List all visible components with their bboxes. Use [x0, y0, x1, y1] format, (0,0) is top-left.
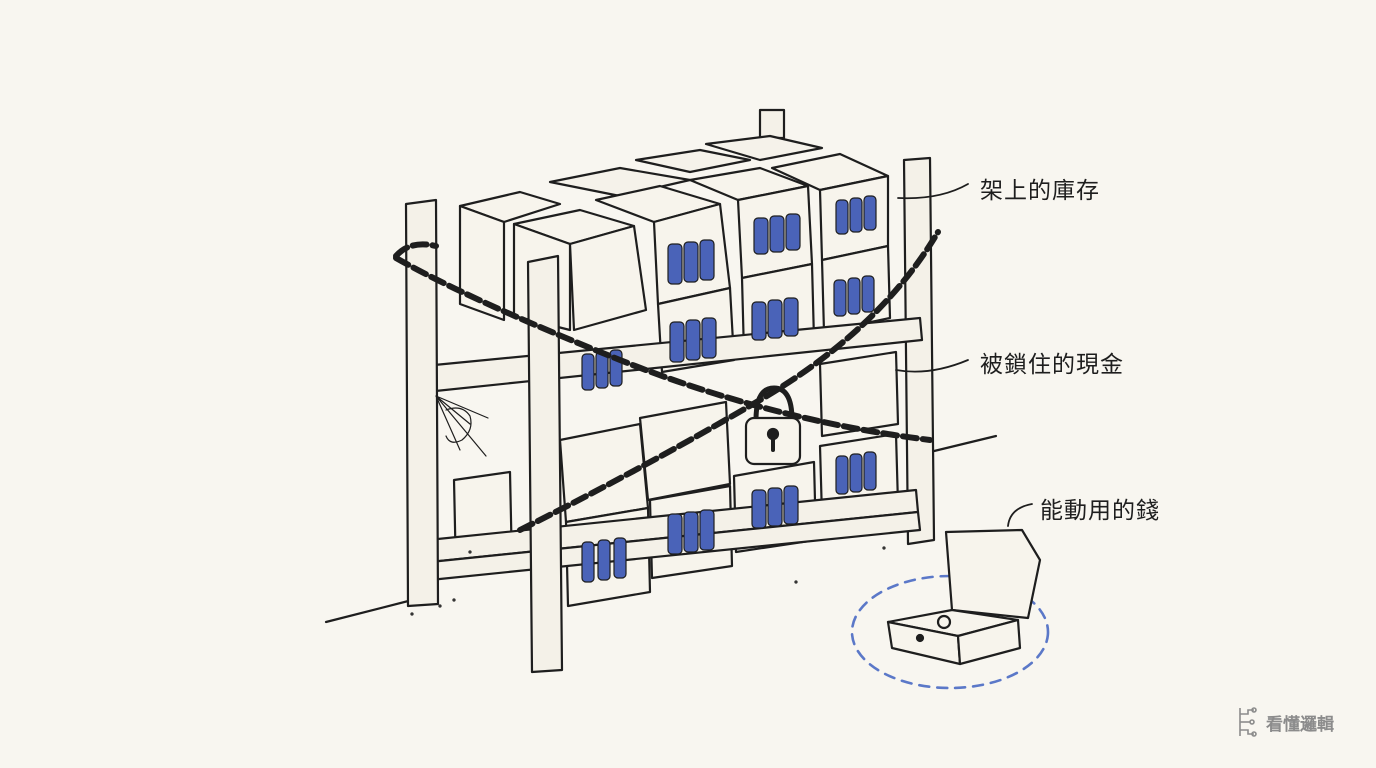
- padlock: [746, 388, 800, 464]
- label-locked-cash: 被鎖住的現金: [980, 345, 1124, 379]
- cobweb: [436, 396, 488, 456]
- brand-name: 看懂邏輯: [1266, 710, 1334, 735]
- label-inventory: 架上的庫存: [980, 171, 1100, 205]
- circuit-logo-icon: [1236, 706, 1258, 738]
- cash-box-icon: [888, 530, 1040, 664]
- label-usable-money: 能動用的錢: [1040, 491, 1160, 525]
- brand-watermark: 看懂邏輯: [1236, 706, 1334, 738]
